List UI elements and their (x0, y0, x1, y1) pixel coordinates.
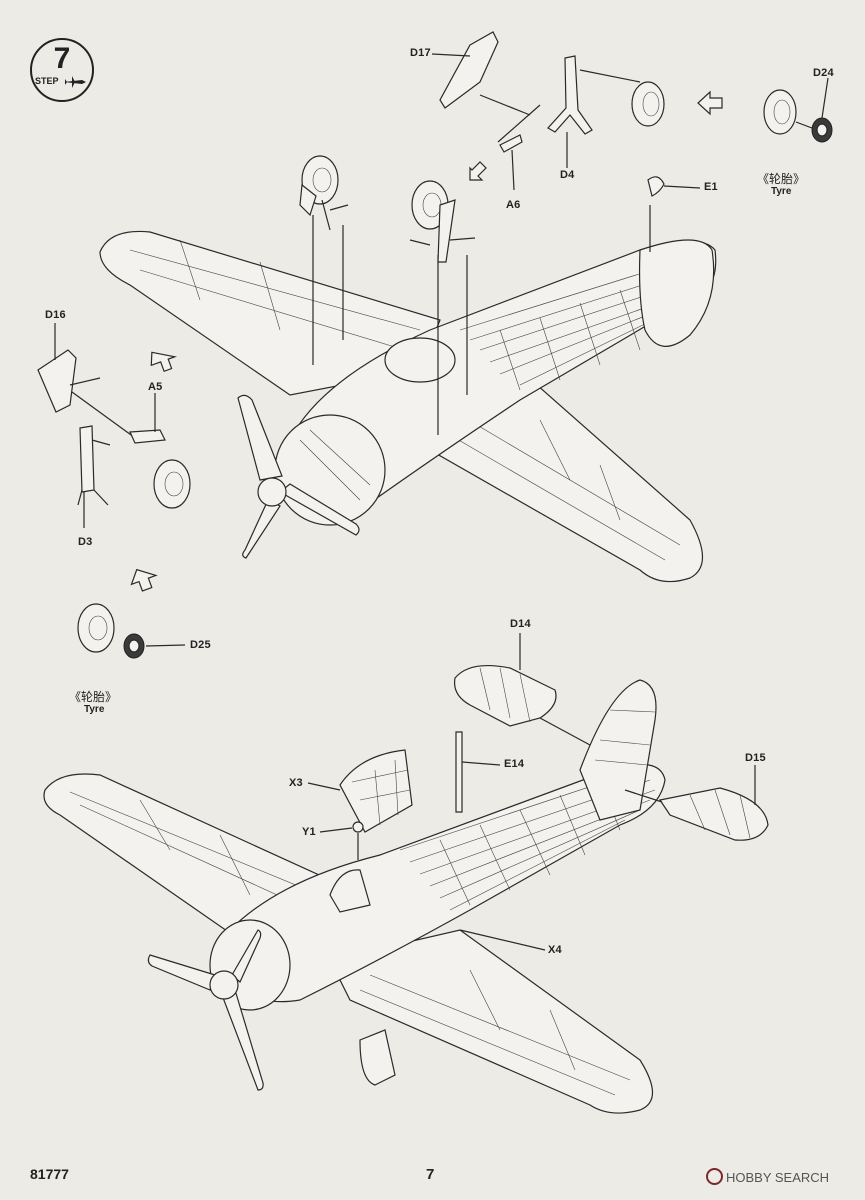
tyre-note-en: Tyre (84, 704, 105, 715)
part-label-D17: D17 (410, 47, 431, 59)
part-label-D3: D3 (78, 536, 93, 548)
plane-silhouette-icon (64, 76, 86, 88)
lower-aircraft-drawing (43, 633, 769, 1114)
part-label-Y1: Y1 (302, 826, 316, 838)
part-label-A5: A5 (148, 381, 163, 393)
part-label-D4: D4 (560, 169, 575, 181)
part-label-X3: X3 (289, 777, 303, 789)
page-number: 7 (426, 1166, 435, 1183)
part-label-D25: D25 (190, 639, 211, 651)
tyre-note-cn: 《轮胎》 (757, 172, 806, 186)
watermark: HOBBY SEARCH (706, 1168, 829, 1185)
tyre-note-en: Tyre (771, 186, 792, 197)
left-gear-parts (37, 349, 191, 659)
kit-code: 81777 (30, 1166, 69, 1182)
watermark-text: HOBBY SEARCH (726, 1170, 830, 1185)
part-label-D24: D24 (813, 67, 834, 79)
part-label-D16: D16 (45, 309, 66, 321)
upper-aircraft-drawing (99, 205, 717, 583)
part-label-X4: X4 (548, 944, 562, 956)
tyre-note-cn: 《轮胎》 (69, 690, 118, 704)
upper-gear-parts (299, 31, 833, 263)
watermark-logo-icon (706, 1168, 723, 1185)
step-number: 7 (53, 42, 71, 75)
step-word: STEP (35, 76, 59, 86)
part-label-D14: D14 (510, 618, 531, 630)
part-label-E14: E14 (504, 758, 525, 770)
part-label-A6: A6 (506, 199, 521, 211)
step-badge: 7 STEP (30, 38, 94, 102)
part-label-D15: D15 (745, 752, 766, 764)
part-label-E1: E1 (704, 181, 718, 193)
